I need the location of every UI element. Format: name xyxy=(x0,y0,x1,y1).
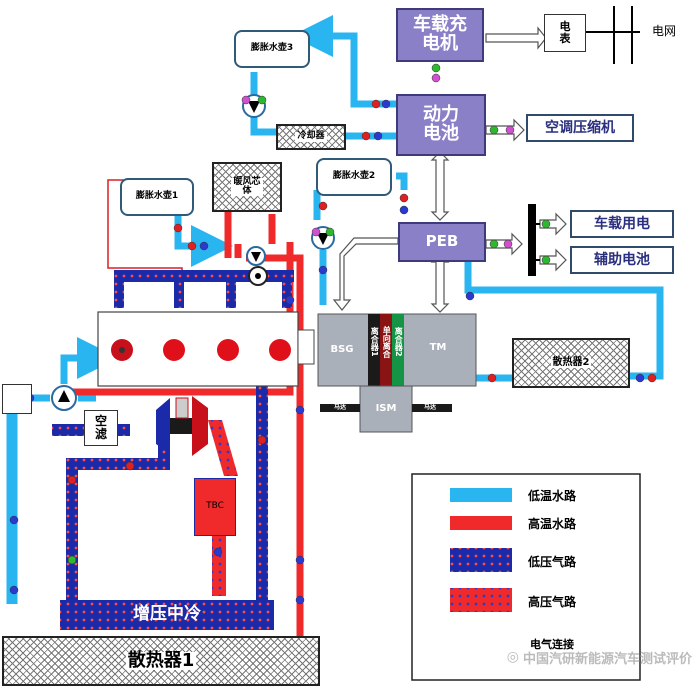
ism-label: ISM xyxy=(375,402,397,414)
tm-label: TM xyxy=(429,341,447,353)
right-motor-label: 马达 xyxy=(423,403,436,411)
chiller-box: 冷却器 xyxy=(276,124,346,150)
chiller-label: 冷却器 xyxy=(295,131,327,142)
watermark: ◎ 中国汽研新能源汽车测试评价 xyxy=(412,646,692,668)
aux-battery-box: 辅助电池 xyxy=(570,246,674,274)
bsg-label: BSG xyxy=(330,343,354,355)
legend-label-low-temp-water: 低温水路 xyxy=(528,489,577,503)
air-filter-box: 空滤 xyxy=(84,410,118,446)
compressor-wheel xyxy=(156,398,170,454)
meter-box: 电表 xyxy=(544,14,586,52)
grid-label: 电网 xyxy=(651,23,676,38)
ism-housing xyxy=(359,385,413,433)
radiator-1-box: 散热器1 xyxy=(2,636,320,686)
air-filter-label: 空滤 xyxy=(94,414,107,441)
one-way-clutch-block xyxy=(380,314,392,386)
radiator-2-box: 散热器2 xyxy=(512,338,630,388)
turbine-wheel xyxy=(192,396,208,456)
onboard-charger-box: 车载充电机 xyxy=(396,8,484,62)
bus-bar xyxy=(528,204,536,276)
expansion-tank-3: 膨胀水壶3 xyxy=(234,30,310,68)
right-motor-bar xyxy=(412,404,452,412)
left-motor-label: 马达 xyxy=(333,403,346,411)
legend-swatch-low-pressure-air xyxy=(450,548,512,572)
radiator-2-label: 散热器2 xyxy=(550,356,592,369)
tbc-box: TBC xyxy=(194,478,236,536)
legend-swatch-high-pressure-air xyxy=(450,588,512,612)
turbo-center xyxy=(175,397,189,419)
engine-flange xyxy=(297,329,315,365)
left-motor-bar xyxy=(320,404,360,412)
one-way-clutch-label: 单向离合 xyxy=(382,326,392,358)
sensor-dots xyxy=(9,63,657,605)
onboard-power-box: 车载用电 xyxy=(570,210,674,238)
pump-engine-icon xyxy=(51,385,77,411)
legend-label-high-pressure-air: 高压气路 xyxy=(528,595,577,609)
intercooler-label: 增压中冷 xyxy=(133,604,201,625)
legend-swatches xyxy=(411,473,641,681)
onboard-charger-label: 车载充电机 xyxy=(413,14,467,54)
legend-frame xyxy=(411,473,641,681)
heater-core-label: 暖风芯体 xyxy=(231,177,263,197)
clutch-2-block xyxy=(392,314,404,386)
thermostat-icon xyxy=(246,246,266,266)
grid-lines xyxy=(586,6,640,64)
power-battery-label: 动力电池 xyxy=(423,104,459,144)
clutch-1-label: 离合器1 xyxy=(370,327,380,357)
meter-label: 电表 xyxy=(559,20,571,45)
left-small-tank xyxy=(2,384,32,414)
wechat-icon: ◎ xyxy=(506,649,519,665)
peb-box: PEB xyxy=(398,222,486,262)
legend-label-high-temp-water: 高温水路 xyxy=(528,517,577,531)
ac-compressor-box: 空调压缩机 xyxy=(526,114,634,142)
watermark-text: 中国汽研新能源汽车测试评价 xyxy=(522,651,692,667)
expansion-tank-2: 膨胀水壶2 xyxy=(316,158,392,196)
heater-core-box: 暖风芯体 xyxy=(212,162,282,212)
engine-cylinders xyxy=(111,339,291,361)
valve-icon xyxy=(248,266,268,286)
power-battery-box: 动力电池 xyxy=(396,94,486,156)
legend-swatch-low-temp-water xyxy=(450,488,512,502)
legend-label-electric: 电气连接 xyxy=(530,638,574,651)
clutch-2-label: 离合器2 xyxy=(394,327,404,357)
clutch-1-block xyxy=(368,314,380,386)
turbo-shaft xyxy=(170,418,192,434)
legend-label-low-pressure-air: 低压气路 xyxy=(528,555,577,569)
radiator-1-label: 散热器1 xyxy=(125,649,197,671)
expansion-tank-1: 膨胀水壶1 xyxy=(120,178,194,216)
legend-swatch-high-temp-water xyxy=(450,516,512,530)
